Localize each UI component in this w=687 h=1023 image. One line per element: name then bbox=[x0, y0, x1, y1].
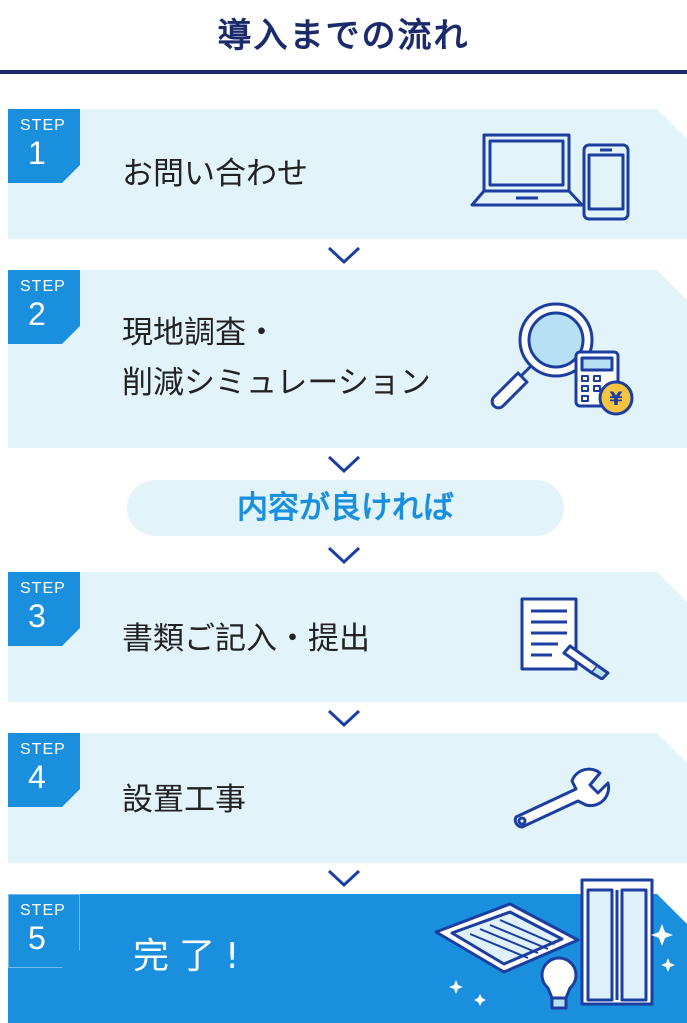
step-badge-5: STEP 5 bbox=[8, 894, 80, 968]
step-number: 2 bbox=[28, 296, 46, 332]
step-number: 3 bbox=[28, 598, 46, 634]
step-badge-label: STEP bbox=[20, 902, 66, 919]
step-badge-label: STEP bbox=[20, 580, 66, 597]
step-badge-label: STEP bbox=[20, 278, 66, 295]
step-number: 4 bbox=[28, 759, 46, 795]
chevron-down-icon bbox=[327, 869, 361, 888]
magnifier-calculator-yen-icon: ¥ bbox=[488, 298, 638, 418]
step-badge-2: STEP 2 bbox=[8, 270, 80, 344]
step-card-2: STEP 2 現地調査・ 削減シミュレーション ¥ bbox=[8, 270, 687, 448]
step-number: 1 bbox=[28, 135, 46, 171]
step-card-5: STEP 5 完了! bbox=[8, 894, 687, 1023]
page-title: 導入までの流れ bbox=[217, 16, 470, 56]
step-badge-1: STEP 1 bbox=[8, 109, 80, 183]
chevron-down-icon bbox=[327, 546, 361, 565]
aircon-fridge-bulb-icon bbox=[434, 878, 675, 1010]
step-badge-label: STEP bbox=[20, 117, 66, 134]
step-title: お問い合わせ bbox=[122, 156, 308, 192]
chevron-down-icon bbox=[327, 709, 361, 728]
svg-text:¥: ¥ bbox=[609, 388, 622, 410]
step-card-3: STEP 3 書類ご記入・提出 bbox=[8, 572, 687, 702]
document-pen-icon bbox=[518, 596, 618, 680]
chevron-down-icon bbox=[327, 455, 361, 474]
wrench-icon bbox=[508, 767, 612, 833]
step-title: 書類ご記入・提出 bbox=[122, 621, 370, 657]
title-rule bbox=[0, 70, 687, 74]
condition-pill: 内容が良ければ bbox=[127, 480, 564, 536]
step-badge-3: STEP 3 bbox=[8, 572, 80, 646]
step-card-4: STEP 4 設置工事 bbox=[8, 733, 687, 863]
step-title: 設置工事 bbox=[122, 782, 246, 818]
step-number: 5 bbox=[28, 920, 46, 956]
chevron-down-icon bbox=[327, 246, 361, 265]
step-title: 完了! bbox=[133, 936, 250, 977]
step-badge-label: STEP bbox=[20, 741, 66, 758]
laptop-smartphone-icon bbox=[470, 131, 640, 226]
step-card-1: STEP 1 お問い合わせ bbox=[8, 109, 687, 239]
step-title: 現地調査・ 削減シミュレーション bbox=[122, 315, 431, 401]
step-badge-4: STEP 4 bbox=[8, 733, 80, 807]
